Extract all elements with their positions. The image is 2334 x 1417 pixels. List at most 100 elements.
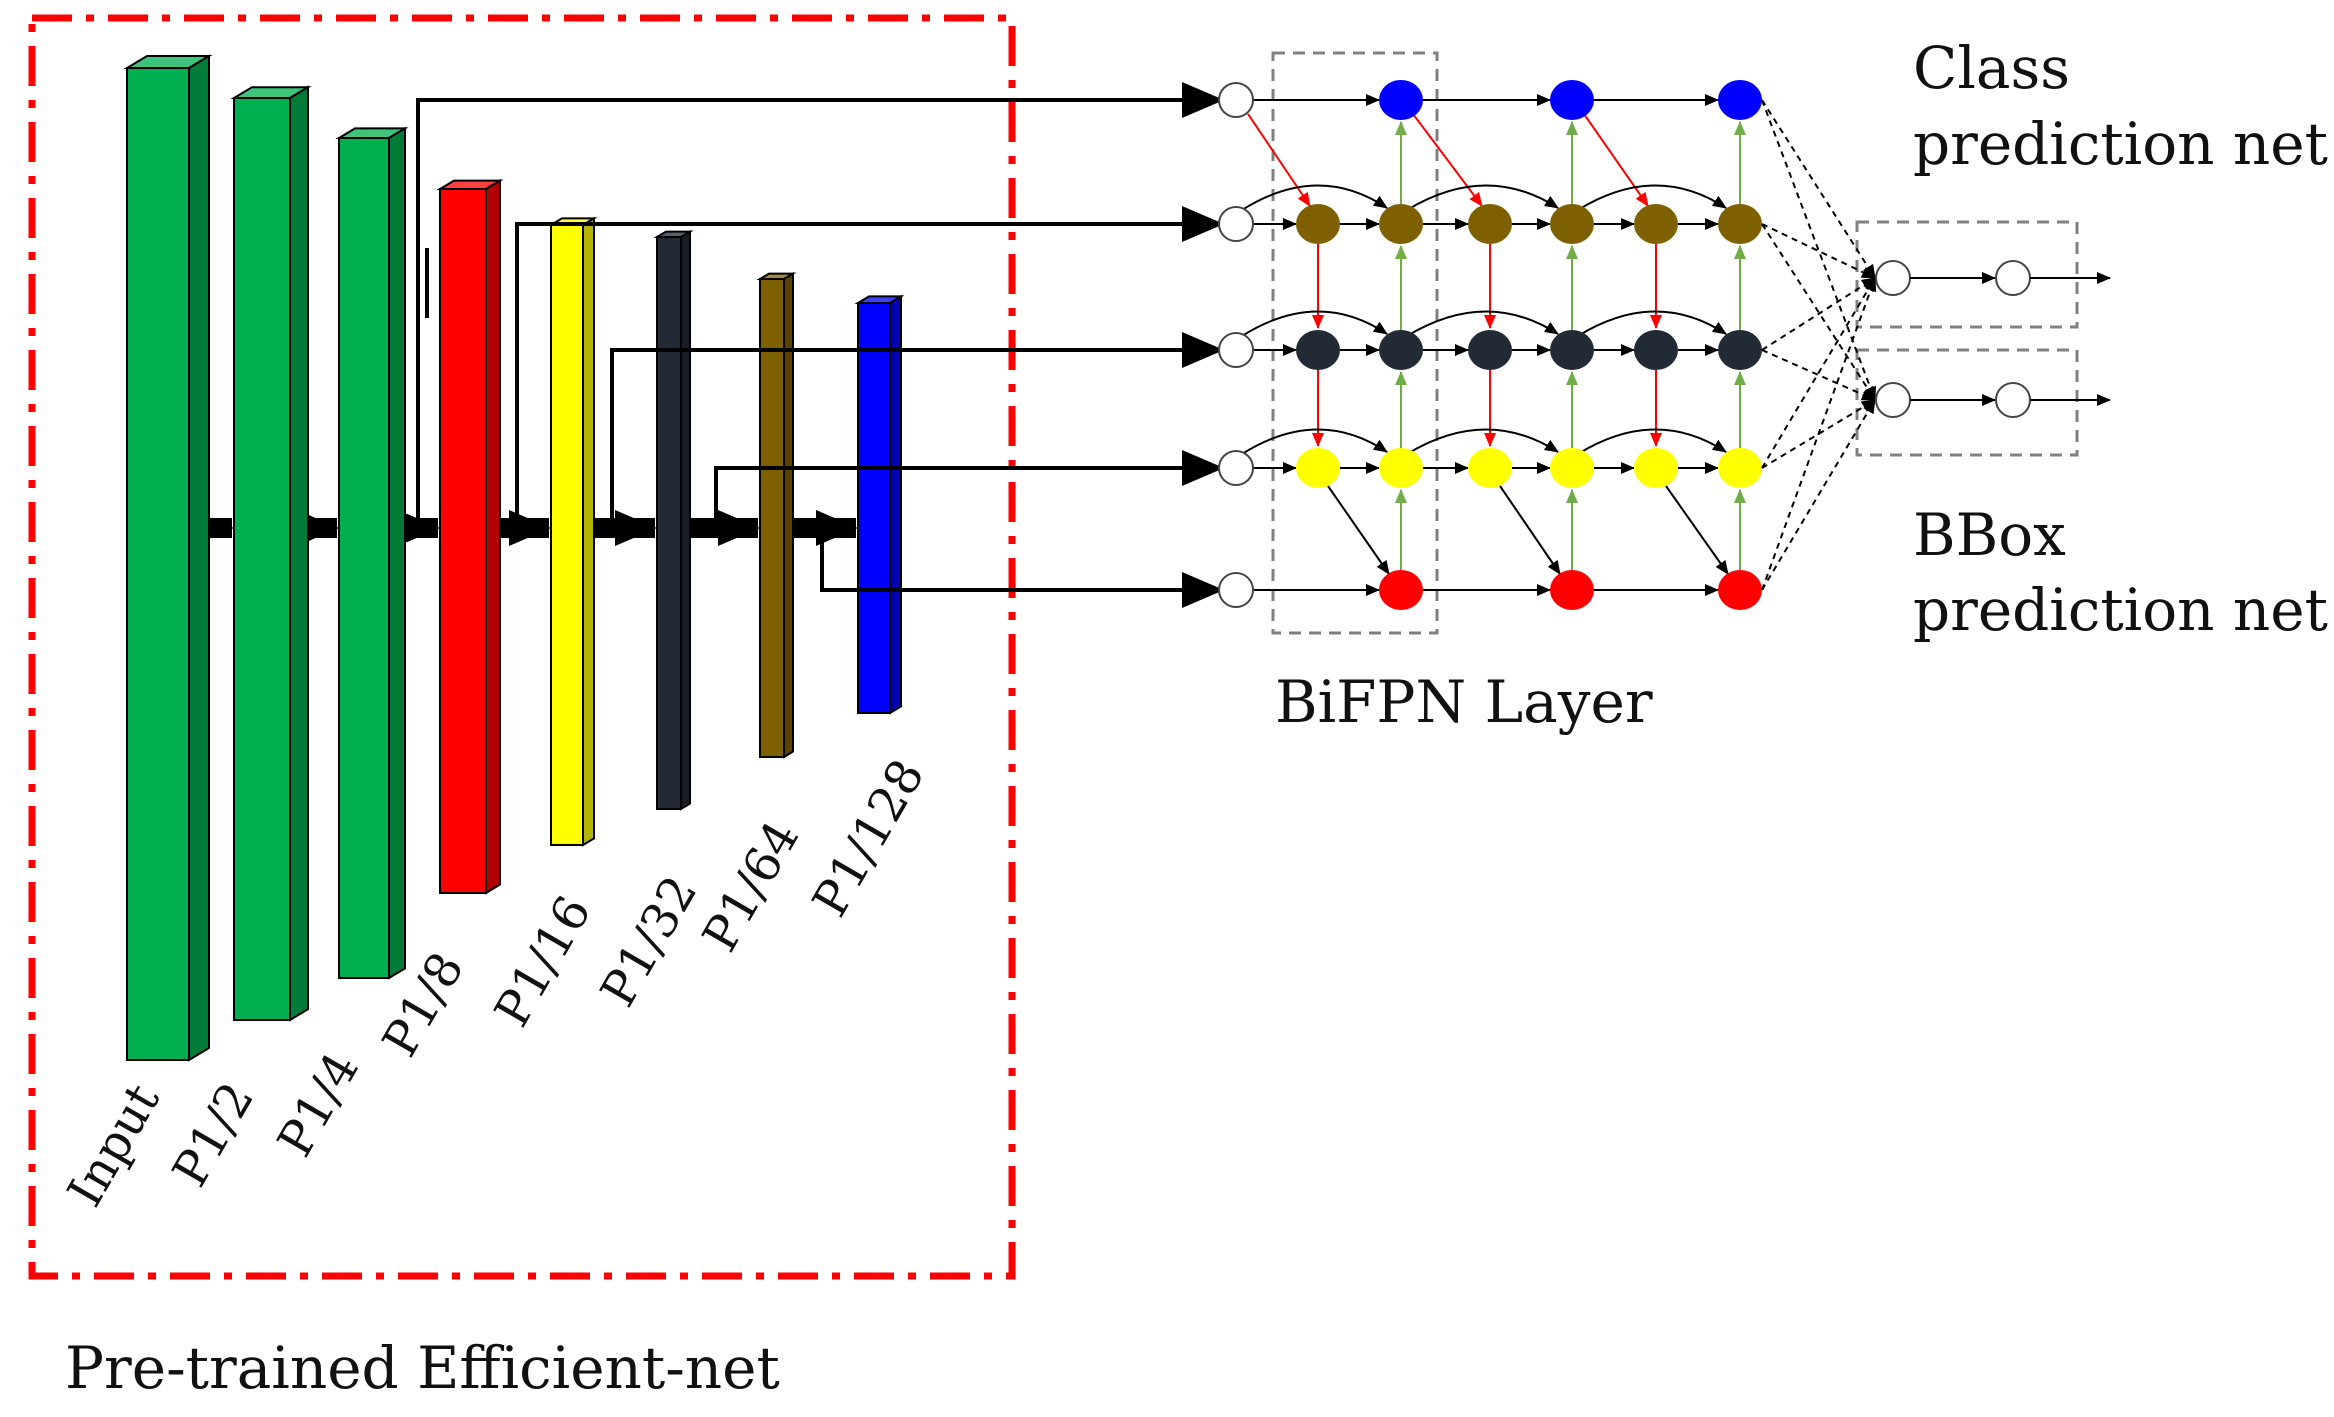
- bifpn-input-node: [1218, 450, 1254, 486]
- backbone-layer-p1-4: [335, 126, 409, 980]
- bifpn-node: [1718, 570, 1762, 610]
- layer-label: Input: [57, 1075, 171, 1216]
- class-head-box: [1855, 220, 2079, 329]
- layer-front-face: [550, 224, 584, 846]
- head-node: [1875, 382, 1911, 418]
- bifpn-node: [1550, 80, 1594, 120]
- backbone-frame: [28, 14, 1016, 1280]
- skip-connection: [714, 450, 1224, 520]
- layer-front-face: [857, 302, 891, 714]
- layer-side-face: [680, 229, 691, 811]
- bifpn-skip-arc: [1577, 310, 1727, 337]
- bifpn-node: [1468, 330, 1512, 370]
- layer-front-face: [338, 137, 390, 979]
- backbone-layer-input: [123, 54, 213, 1062]
- bifpn-node: [1550, 204, 1594, 244]
- layer-label: P1/2: [162, 1073, 265, 1196]
- backbone-layer-p1-2: [230, 85, 312, 1022]
- bifpn-skip-arc: [1241, 184, 1388, 211]
- bifpn-node: [1296, 204, 1340, 244]
- bifpn-node: [1296, 330, 1340, 370]
- backbone-layer-p1-128: [854, 294, 905, 715]
- bifpn-nodes: [1218, 80, 1762, 610]
- bifpn-input-node: [1218, 332, 1254, 368]
- class-head-title: Class: [1913, 34, 2070, 102]
- bifpn-topdown-edge: [1412, 113, 1483, 207]
- bifpn-node: [1468, 204, 1512, 244]
- layer-label: P1/16: [484, 887, 603, 1036]
- layer-front-face: [126, 67, 190, 1061]
- head-node: [1995, 382, 2031, 418]
- backbone-layer-p1-32: [653, 229, 694, 811]
- class-head-subtitle: prediction net: [1913, 110, 2328, 178]
- head-dashed-edge: [1761, 277, 1877, 591]
- layer-front-face: [233, 97, 291, 1021]
- bifpn-input-node: [1218, 82, 1254, 118]
- backbone-layer-p1-16: [547, 216, 598, 847]
- bifpn-node: [1634, 330, 1678, 370]
- bifpn-input-node: [1218, 572, 1254, 608]
- bifpn-skip-arc: [1406, 184, 1559, 211]
- head-dashed-edge: [1761, 223, 1876, 401]
- bifpn-topdown-edge: [1247, 113, 1311, 207]
- bbox-head-title: BBox: [1913, 501, 2066, 569]
- bifpn-node: [1634, 448, 1678, 488]
- layer-label: P1/64: [692, 812, 811, 961]
- backbone-caption: Pre-trained Efficient-net: [65, 1334, 780, 1402]
- bifpn-input-node: [1218, 206, 1254, 242]
- bifpn-node: [1379, 80, 1423, 120]
- head-dashed-edge: [1761, 99, 1877, 401]
- head-dashed-edge: [1761, 277, 1876, 351]
- bifpn-node: [1379, 448, 1423, 488]
- bifpn-node: [1550, 448, 1594, 488]
- bifpn-skip-arc: [1406, 428, 1559, 455]
- layer-front-face: [759, 278, 785, 758]
- bifpn-node: [1718, 80, 1762, 120]
- layer-label: P1/32: [590, 867, 709, 1016]
- bifpn-edges: [1241, 94, 1746, 596]
- backbone-layers: [123, 54, 905, 1062]
- bifpn-skip-arc: [1241, 310, 1388, 337]
- head-node: [1995, 260, 2031, 296]
- layer-side-face: [188, 54, 210, 1062]
- head-dashed-edge: [1761, 223, 1876, 279]
- head-dashed-edge: [1761, 277, 1876, 469]
- bifpn-skip-arc: [1241, 428, 1388, 455]
- bifpn-node: [1718, 448, 1762, 488]
- bifpn-skip-arc: [1406, 310, 1559, 337]
- skip-connection: [610, 332, 1224, 520]
- layer-front-face: [439, 188, 487, 894]
- head-connections: [1761, 99, 2111, 591]
- head-dashed-edge: [1761, 99, 1876, 279]
- layer-side-face: [388, 126, 406, 980]
- layer-side-face: [485, 178, 501, 895]
- skip-connection: [820, 540, 1224, 608]
- bifpn-topdown-edge: [1583, 113, 1649, 207]
- bifpn-node: [1379, 204, 1423, 244]
- bifpn-node: [1634, 204, 1678, 244]
- layer-side-face: [783, 271, 794, 759]
- skip-connections: [416, 82, 1224, 608]
- bifpn-node: [1379, 330, 1423, 370]
- layer-label: P1/4: [267, 1043, 370, 1166]
- head-dashed-edge: [1761, 399, 1876, 591]
- head-node: [1875, 260, 1911, 296]
- bifpn-skip-arc: [1577, 184, 1727, 211]
- layer-side-face: [289, 85, 309, 1022]
- bifpn-node: [1718, 204, 1762, 244]
- bbox-head-box: [1855, 348, 2079, 457]
- bifpn-node: [1296, 448, 1340, 488]
- layer-side-face: [889, 294, 902, 715]
- bifpn-node: [1468, 448, 1512, 488]
- backbone-layer-p1-8: [436, 178, 504, 895]
- bifpn-node: [1550, 330, 1594, 370]
- bifpn-diag-edge: [1327, 485, 1390, 575]
- bifpn-dashed-box: [1271, 51, 1439, 635]
- bifpn-node: [1718, 330, 1762, 370]
- bifpn-skip-arc: [1577, 428, 1727, 455]
- skip-connection: [515, 206, 1224, 520]
- layer-label: P1/128: [802, 750, 936, 926]
- bifpn-node: [1550, 570, 1594, 610]
- bifpn-diag-edge: [1665, 485, 1729, 575]
